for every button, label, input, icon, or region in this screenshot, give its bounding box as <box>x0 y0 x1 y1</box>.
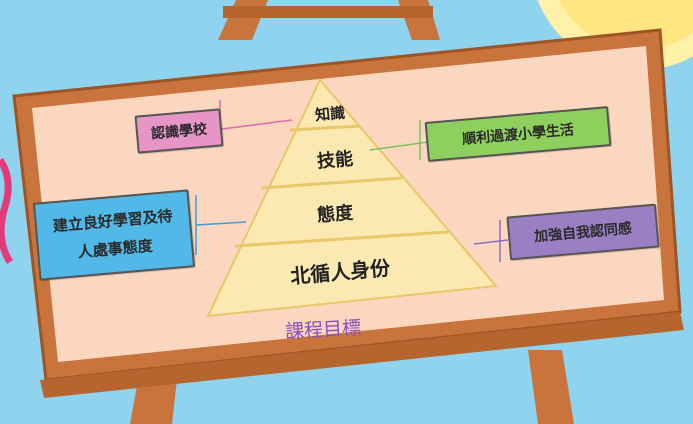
connector-left-bottom <box>195 221 247 226</box>
connector-left-top <box>221 119 293 130</box>
easel-top-bar <box>223 6 433 18</box>
board-ledge <box>40 312 684 398</box>
connector-right-bottom <box>473 239 509 245</box>
goal-box-left-bottom: 建立良好學習及待人處事態度 <box>32 189 196 281</box>
pyramid-divider-2 <box>261 176 403 190</box>
diagram-caption: 課程目標 <box>284 316 362 343</box>
connector-right-top <box>369 141 429 151</box>
pyramid-divider-3 <box>234 230 449 248</box>
pyramid-shape <box>206 78 498 318</box>
easel-foot-right <box>528 350 574 424</box>
goal-box-left-top: 認識學校 <box>134 108 224 154</box>
pyramid-divider-1 <box>289 124 361 132</box>
ribbon-decoration <box>0 157 14 264</box>
